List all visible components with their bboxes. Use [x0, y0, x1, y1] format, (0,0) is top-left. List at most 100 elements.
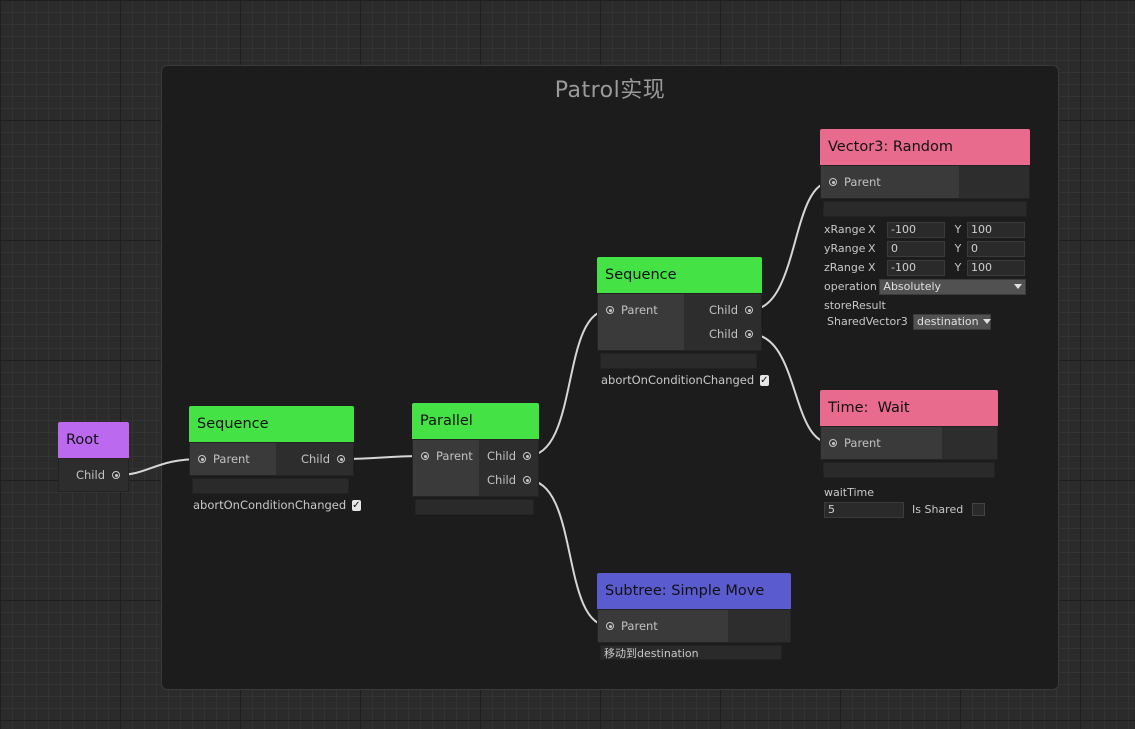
zrange-x-input[interactable]: -100: [887, 259, 945, 276]
port-label: Child: [487, 449, 517, 463]
yrange-y-input[interactable]: 0: [967, 240, 1025, 257]
store-result-value: destination: [917, 314, 979, 328]
wait-time-label: waitTime: [824, 485, 875, 499]
range-label: zRange: [824, 261, 865, 274]
is-shared-checkbox[interactable]: [972, 503, 985, 516]
subtree-description-field[interactable]: 移动到destination: [600, 645, 782, 660]
sequence-2-child-port-1[interactable]: Child: [701, 298, 761, 322]
range-label: xRange: [824, 223, 866, 236]
node-sequence-1-header[interactable]: Sequence: [189, 406, 354, 442]
group-title: Patrol实现: [554, 78, 666, 103]
wait-parent-port[interactable]: Parent: [821, 431, 889, 455]
abort-checkbox[interactable]: ✓: [352, 499, 361, 511]
node-parallel-header[interactable]: Parallel: [412, 403, 539, 439]
root-child-port[interactable]: Child: [68, 463, 128, 487]
parallel-parent-port[interactable]: Parent: [413, 444, 481, 468]
node-sequence-1-field[interactable]: [192, 478, 349, 494]
port-connector-icon[interactable]: [606, 622, 614, 630]
range-label: yRange: [824, 242, 866, 255]
port-connector-icon[interactable]: [829, 439, 837, 447]
node-time-wait[interactable]: Time: Wait Parent waitTime 5 Is Shared: [820, 390, 998, 519]
store-result-row: SharedVector3 destination: [824, 312, 1026, 331]
port-connector-icon[interactable]: [112, 471, 120, 479]
chevron-down-icon: [982, 319, 991, 324]
operation-value: Absolutely: [883, 279, 942, 293]
port-label: Child: [708, 327, 738, 341]
port-label: Parent: [844, 175, 881, 189]
subtree-description: 移动到destination: [604, 647, 699, 660]
port-connector-icon[interactable]: [198, 455, 206, 463]
port-connector-icon[interactable]: [523, 452, 532, 460]
port-connector-icon[interactable]: [606, 306, 614, 314]
node-root-header[interactable]: Root: [58, 422, 129, 458]
abort-label: abortOnConditionChanged: [601, 373, 755, 387]
yrange-row: yRange X 0 Y 0: [824, 239, 1026, 258]
node-root-title: Root: [66, 432, 99, 448]
store-result-label: storeResult: [824, 299, 886, 312]
operation-dropdown[interactable]: Absolutely: [879, 278, 1026, 295]
port-connector-icon[interactable]: [337, 455, 345, 463]
port-connector-icon[interactable]: [745, 330, 753, 338]
zrange-row: zRange X -100 Y 100: [824, 258, 1026, 277]
sequence-1-child-port[interactable]: Child: [293, 447, 353, 471]
node-wait-field[interactable]: [823, 462, 995, 478]
xrange-x-input[interactable]: -100: [887, 221, 945, 238]
port-connector-icon[interactable]: [523, 476, 532, 484]
node-subtree-header[interactable]: Subtree: Simple Move: [597, 573, 791, 609]
node-vector3-field[interactable]: [823, 201, 1027, 217]
port-connector-icon[interactable]: [829, 178, 837, 186]
port-connector-icon[interactable]: [421, 452, 429, 460]
port-label: Child: [487, 473, 517, 487]
abort-checkbox[interactable]: ✓: [760, 374, 769, 386]
node-wait-title: Time: Wait: [828, 400, 910, 416]
node-sequence-1[interactable]: Sequence Parent Child abortOnConditionCh…: [189, 406, 361, 512]
port-connector-icon[interactable]: [745, 306, 753, 314]
parallel-child-port-1[interactable]: Child: [479, 444, 539, 468]
is-shared-label: Is Shared: [912, 503, 964, 516]
store-result-label-row: storeResult: [824, 296, 1026, 315]
subtree-parent-port[interactable]: Parent: [598, 614, 666, 638]
operation-label: operation: [824, 280, 877, 293]
axis-x-label: X: [868, 223, 876, 236]
parallel-child-port-2[interactable]: Child: [479, 468, 539, 492]
node-sequence-1-title: Sequence: [197, 416, 269, 432]
port-label: Parent: [621, 303, 658, 317]
port-label: Parent: [213, 452, 250, 466]
port-label: Parent: [436, 449, 473, 463]
node-parallel-field[interactable]: [415, 499, 534, 515]
port-label: Parent: [844, 436, 881, 450]
port-label: Child: [75, 468, 105, 482]
node-parallel-title: Parallel: [420, 413, 473, 429]
node-vector3-header[interactable]: Vector3: Random: [820, 129, 1030, 165]
yrange-x-input[interactable]: 0: [887, 240, 945, 257]
sequence-2-child-port-2[interactable]: Child: [701, 322, 761, 346]
xrange-y-input[interactable]: 100: [967, 221, 1025, 238]
zrange-y-input[interactable]: 100: [967, 259, 1025, 276]
node-sequence-2-header[interactable]: Sequence: [597, 257, 762, 293]
abort-label: abortOnConditionChanged: [193, 498, 347, 512]
node-parallel[interactable]: Parallel Parent Child Child: [412, 403, 539, 515]
axis-y-label: Y: [954, 242, 962, 255]
xrange-row: xRange X -100 Y 100: [824, 220, 1026, 239]
sequence-2-parent-port[interactable]: Parent: [598, 298, 666, 322]
operation-row: operation Absolutely: [824, 277, 1026, 296]
chevron-down-icon: [1014, 284, 1022, 289]
node-vector3-title: Vector3: Random: [828, 139, 953, 155]
node-root[interactable]: Root Child: [58, 422, 129, 492]
node-sequence-2[interactable]: Sequence Parent Child Child abortOnCondi…: [597, 257, 769, 387]
vector3-parent-port[interactable]: Parent: [821, 170, 889, 194]
axis-y-label: Y: [954, 223, 962, 236]
port-label: Child: [300, 452, 330, 466]
node-vector3-random[interactable]: Vector3: Random Parent xRange X -100 Y 1…: [820, 129, 1030, 331]
sequence-1-parent-port[interactable]: Parent: [190, 447, 258, 471]
store-result-dropdown[interactable]: destination: [913, 313, 991, 330]
node-sequence-2-field[interactable]: [600, 353, 757, 369]
store-result-type: SharedVector3: [827, 315, 908, 328]
port-label: Child: [708, 303, 738, 317]
axis-x-label: X: [868, 242, 876, 255]
node-wait-header[interactable]: Time: Wait: [820, 390, 998, 426]
node-sequence-2-title: Sequence: [605, 267, 677, 283]
node-subtree[interactable]: Subtree: Simple Move Parent 移动到destinati…: [597, 573, 791, 660]
wait-time-input[interactable]: 5: [824, 501, 904, 518]
port-label: Parent: [621, 619, 658, 633]
